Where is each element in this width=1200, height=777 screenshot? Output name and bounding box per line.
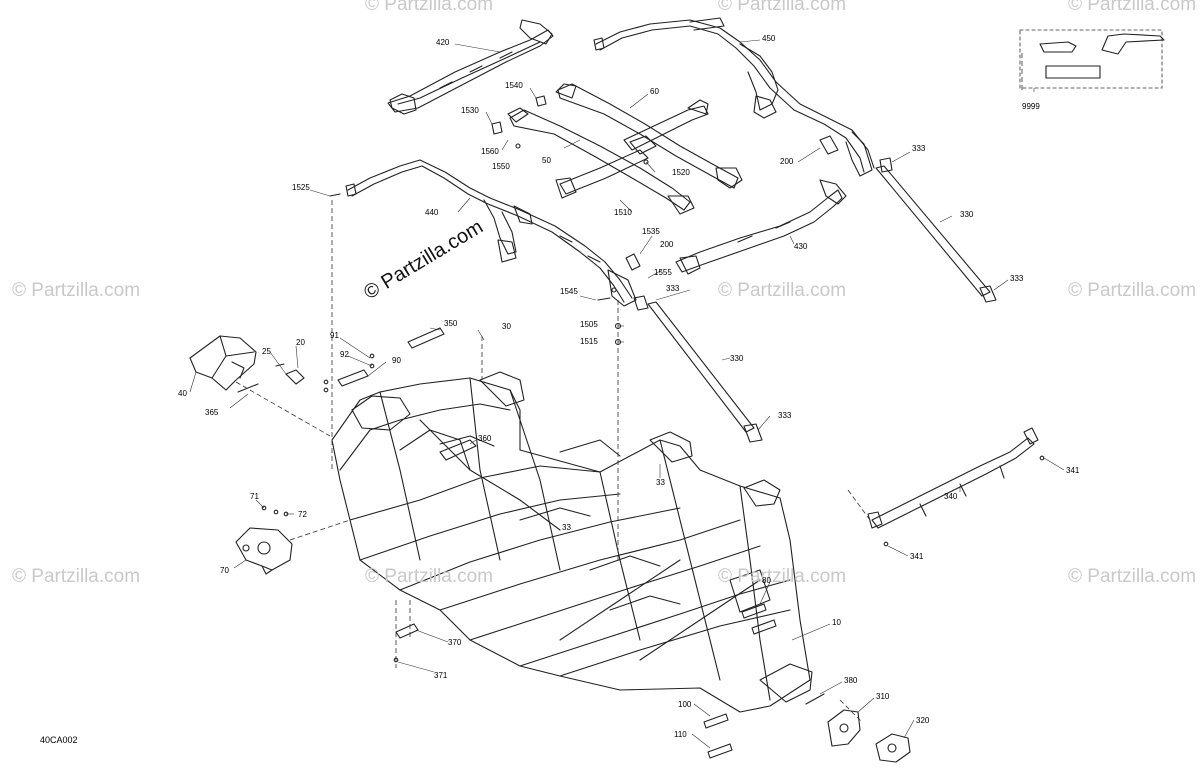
watermark-10: © Partzilla.com bbox=[1068, 566, 1197, 587]
part-200-drawing bbox=[625, 135, 839, 271]
part-label-1510[interactable]: 1510 bbox=[614, 208, 632, 217]
watermark-7: © Partzilla.com bbox=[12, 566, 141, 587]
part-320-drawing bbox=[875, 733, 911, 763]
watermark-9: © Partzilla.com bbox=[718, 566, 847, 587]
part-label-333-b[interactable]: 333 bbox=[1010, 274, 1024, 283]
dash-line-5 bbox=[235, 381, 331, 437]
part-label-1560[interactable]: 1560 bbox=[481, 147, 499, 156]
part-440-drawing bbox=[345, 159, 637, 307]
part-label-1545[interactable]: 1545 bbox=[560, 287, 578, 296]
part-40-drawing bbox=[189, 335, 257, 391]
part-label-25[interactable]: 25 bbox=[262, 347, 271, 356]
part-label-310[interactable]: 310 bbox=[876, 692, 890, 701]
part-label-360[interactable]: 360 bbox=[478, 434, 492, 443]
dash-line-8 bbox=[839, 699, 863, 723]
part-label-350[interactable]: 350 bbox=[444, 319, 458, 328]
part-label-440[interactable]: 440 bbox=[425, 208, 439, 217]
part-label-70[interactable]: 70 bbox=[220, 566, 229, 575]
part-label-365[interactable]: 365 bbox=[205, 408, 219, 417]
part-label-80[interactable]: 80 bbox=[762, 576, 771, 585]
part-label-30[interactable]: 30 bbox=[502, 322, 511, 331]
part-label-1530[interactable]: 1530 bbox=[461, 106, 479, 115]
part-100-drawing bbox=[703, 713, 729, 729]
part-label-92[interactable]: 92 bbox=[340, 350, 349, 359]
part-350-drawing bbox=[407, 327, 445, 349]
part-label-20[interactable]: 20 bbox=[296, 338, 305, 347]
part-label-420[interactable]: 420 bbox=[436, 38, 450, 47]
part-label-1540[interactable]: 1540 bbox=[505, 81, 523, 90]
part-label-1505[interactable]: 1505 bbox=[580, 320, 598, 329]
part-label-1550[interactable]: 1550 bbox=[492, 162, 510, 171]
hardware-drawing bbox=[329, 95, 649, 346]
part-70-drawing bbox=[235, 527, 293, 575]
watermark-4: © Partzilla.com bbox=[12, 280, 141, 301]
part-370-371-drawing bbox=[393, 623, 419, 663]
part-110-drawing bbox=[707, 743, 733, 759]
part-label-100[interactable]: 100 bbox=[678, 700, 692, 709]
watermark-5: © Partzilla.com bbox=[718, 280, 847, 301]
part-label-10[interactable]: 10 bbox=[832, 618, 841, 627]
part-label-90[interactable]: 90 bbox=[392, 356, 401, 365]
dash-line-6 bbox=[289, 519, 351, 541]
part-450-drawing bbox=[593, 17, 875, 177]
part-380-drawing bbox=[805, 693, 825, 705]
dash-line-7 bbox=[847, 489, 871, 521]
part-430-drawing bbox=[675, 179, 847, 275]
part-label-330-a[interactable]: 330 bbox=[960, 210, 974, 219]
part-label-370[interactable]: 370 bbox=[448, 638, 462, 647]
part-label-40[interactable]: 40 bbox=[178, 389, 187, 398]
part-label-1515[interactable]: 1515 bbox=[580, 337, 598, 346]
part-label-33-b[interactable]: 33 bbox=[562, 523, 571, 532]
part-50-drawing bbox=[507, 107, 695, 215]
part-20-25-drawing bbox=[275, 363, 305, 385]
part-label-341-b[interactable]: 341 bbox=[910, 552, 924, 561]
watermark-2: © Partzilla.com bbox=[718, 0, 847, 15]
part-label-341-a[interactable]: 341 bbox=[1066, 466, 1080, 475]
part-label-1520[interactable]: 1520 bbox=[672, 168, 690, 177]
main-frame-drawing bbox=[331, 371, 813, 713]
part-label-320[interactable]: 320 bbox=[916, 716, 930, 725]
part-label-333-d[interactable]: 333 bbox=[778, 411, 792, 420]
part-label-1535[interactable]: 1535 bbox=[642, 227, 660, 236]
part-label-1525[interactable]: 1525 bbox=[292, 183, 310, 192]
part-label-380[interactable]: 380 bbox=[844, 676, 858, 685]
part-label-72[interactable]: 72 bbox=[298, 510, 307, 519]
part-label-371[interactable]: 371 bbox=[434, 671, 448, 680]
part-label-330-b[interactable]: 330 bbox=[730, 354, 744, 363]
part-71-72-drawing bbox=[261, 505, 289, 517]
part-label-430[interactable]: 430 bbox=[794, 242, 808, 251]
part-label-110[interactable]: 110 bbox=[674, 730, 687, 739]
diagram-code: 40CA002 bbox=[40, 735, 78, 745]
part-340-drawing bbox=[867, 427, 1045, 547]
watermark-8: © Partzilla.com bbox=[365, 566, 494, 587]
part-label-60[interactable]: 60 bbox=[650, 87, 659, 96]
part-360-drawing bbox=[439, 439, 477, 461]
part-label-200-a[interactable]: 200 bbox=[780, 157, 794, 166]
part-label-9999[interactable]: 9999 bbox=[1022, 102, 1040, 111]
part-label-333-c[interactable]: 333 bbox=[666, 284, 680, 293]
part-label-33-a[interactable]: 33 bbox=[656, 478, 665, 487]
part-label-50[interactable]: 50 bbox=[542, 156, 551, 165]
part-label-333-a[interactable]: 333 bbox=[912, 144, 926, 153]
part-label-1555[interactable]: 1555 bbox=[654, 268, 672, 277]
part-label-200-b[interactable]: 200 bbox=[660, 240, 674, 249]
watermark-3: © Partzilla.com bbox=[1068, 0, 1197, 15]
part-310-drawing bbox=[827, 709, 861, 747]
part-420-drawing bbox=[387, 19, 554, 115]
part-label-450[interactable]: 450 bbox=[762, 34, 776, 43]
part-label-340[interactable]: 340 bbox=[944, 492, 958, 501]
part-label-71[interactable]: 71 bbox=[250, 492, 259, 501]
watermark-6: © Partzilla.com bbox=[1068, 280, 1197, 301]
watermark-1: © Partzilla.com bbox=[365, 0, 494, 15]
part-365-drawing bbox=[237, 383, 259, 393]
part-330-drawing bbox=[633, 157, 997, 443]
part-60-drawing bbox=[555, 83, 743, 189]
part-80-drawing bbox=[741, 603, 777, 635]
part-9999-drawing bbox=[1019, 29, 1165, 89]
part-label-91[interactable]: 91 bbox=[330, 331, 339, 340]
